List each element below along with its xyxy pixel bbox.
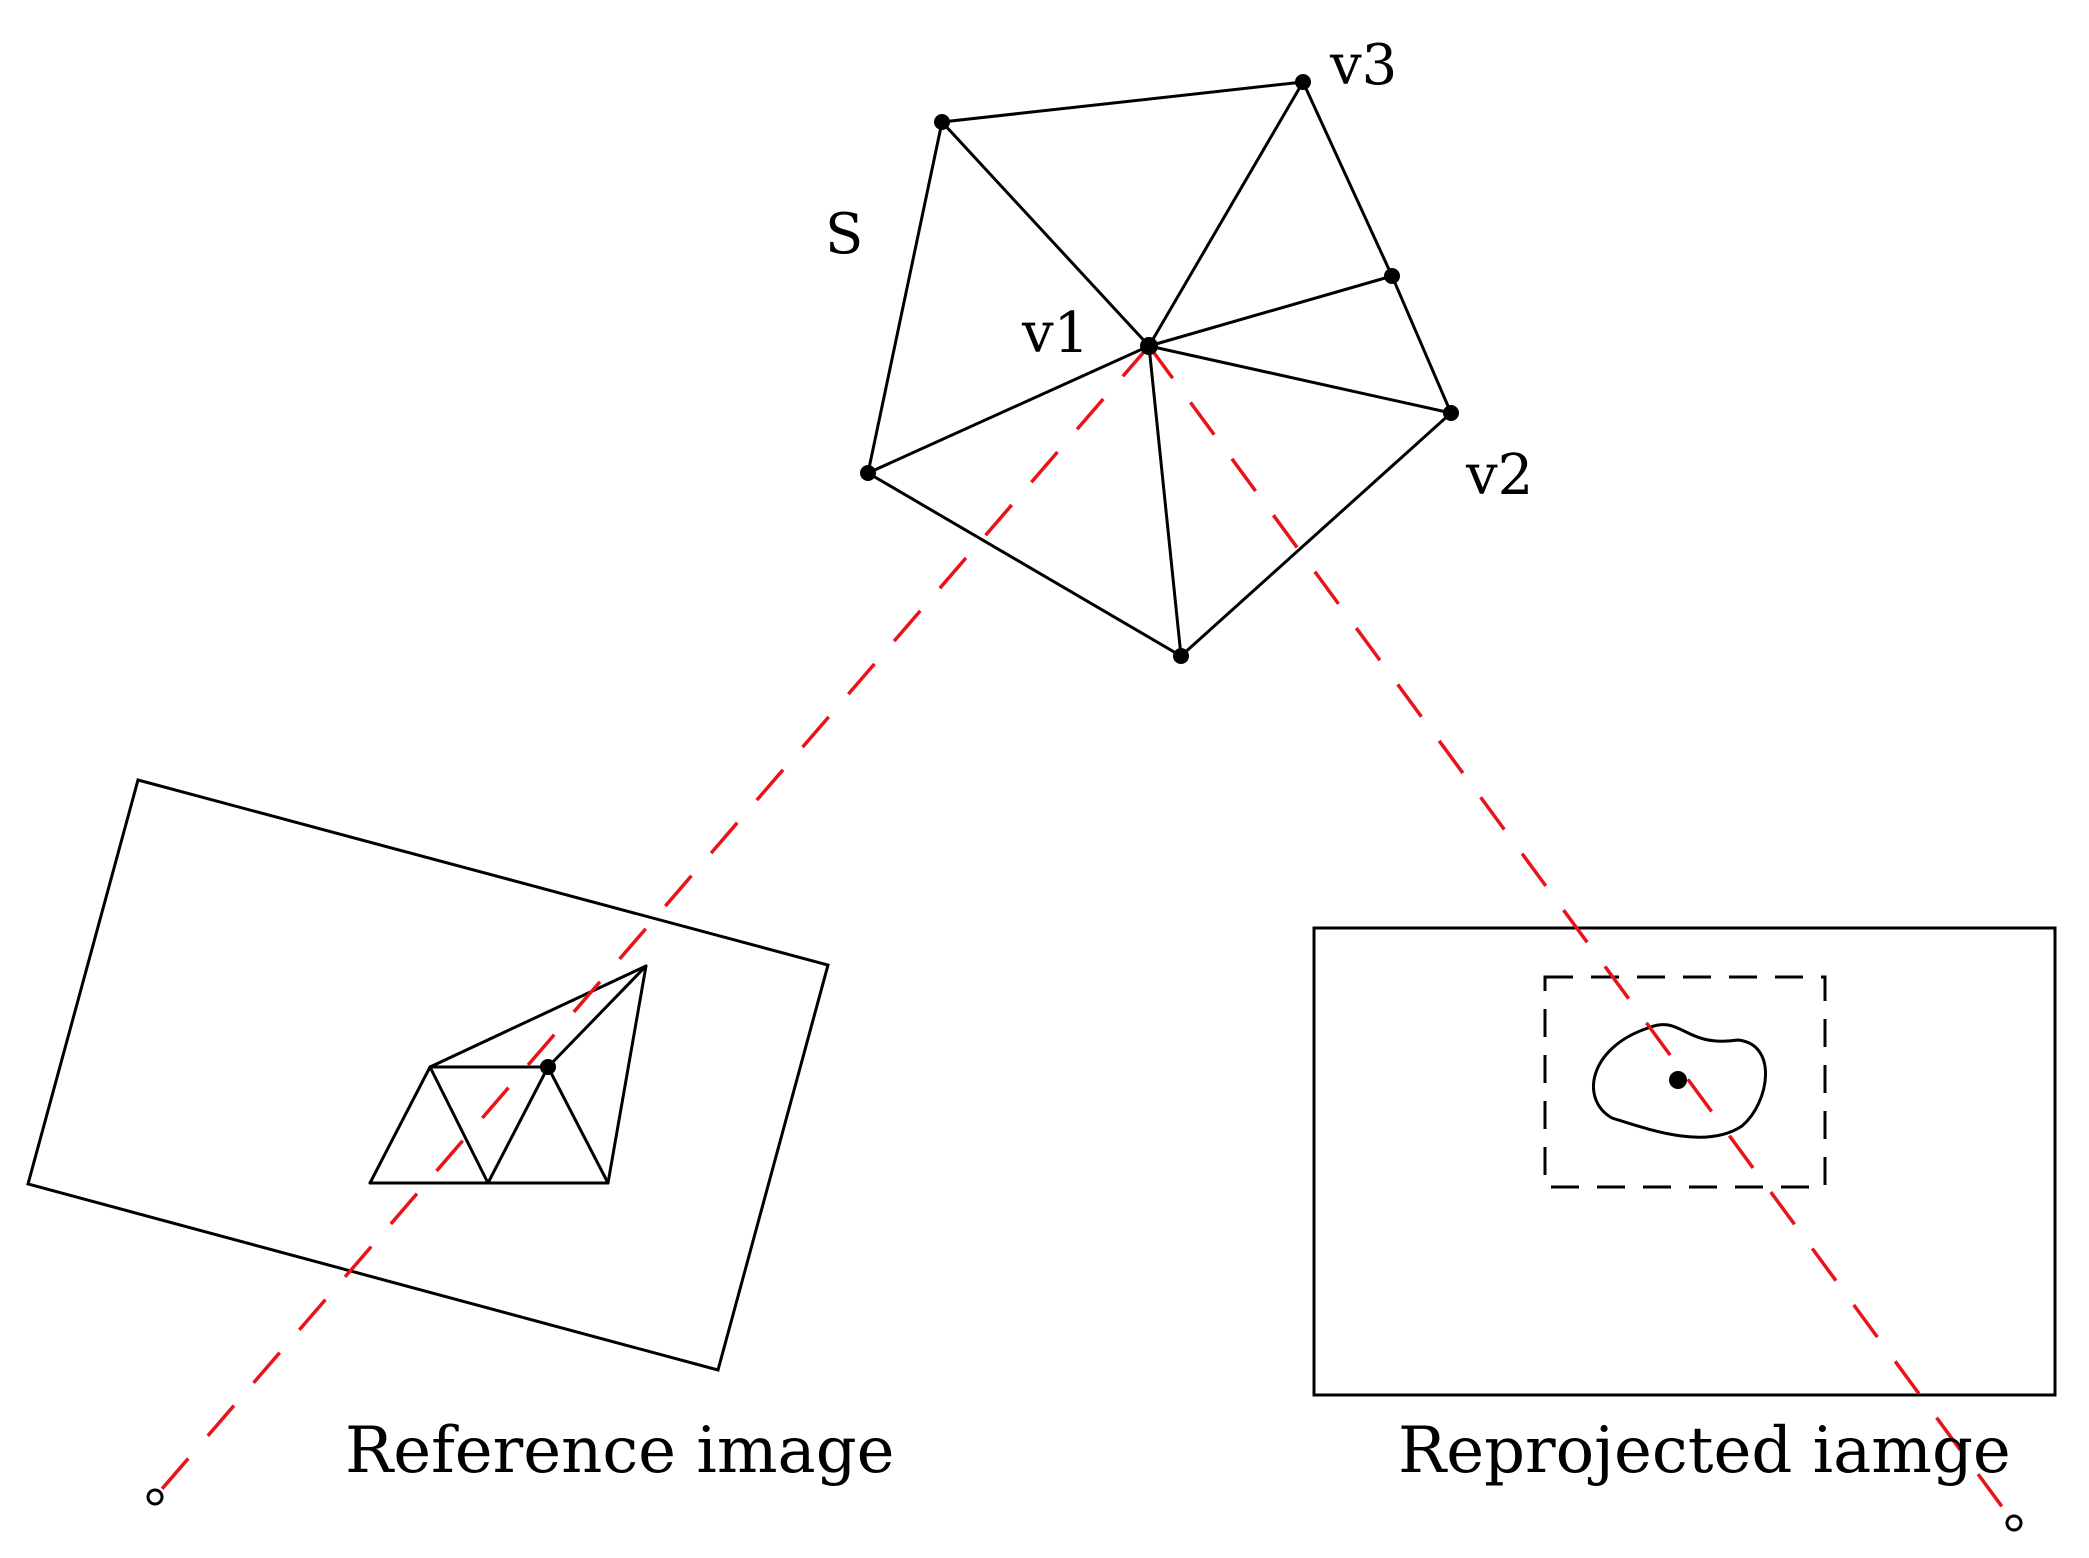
reprojected-image-border — [1312, 926, 2057, 1397]
projected-edge — [368, 1065, 432, 1185]
projected-point — [1669, 1071, 1687, 1089]
mesh-edge — [940, 120, 1151, 348]
mesh-edge — [1147, 344, 1453, 415]
reference-projected-point — [540, 1059, 556, 1075]
vertex-v2-label: v2 — [1465, 443, 1533, 508]
search-window — [1543, 975, 1827, 1189]
projected-edge — [428, 964, 648, 1069]
mesh-vertex — [1173, 648, 1189, 664]
reference-ray — [153, 344, 1151, 1499]
projected-edge — [486, 1065, 550, 1185]
reference-projected-mesh — [368, 964, 648, 1185]
mesh-edge — [1147, 274, 1394, 348]
vertex-v3-label: v3 — [1329, 33, 1397, 98]
projected-edge — [546, 964, 648, 1069]
vertex-v1-label: v1 — [1021, 301, 1089, 366]
mesh-surface — [860, 74, 1459, 664]
mesh-edge — [1147, 344, 1183, 658]
surface-label: S — [825, 202, 863, 267]
projected-edge — [428, 1065, 490, 1185]
mesh-edge — [1147, 80, 1305, 348]
projected-edge — [606, 964, 648, 1185]
mesh-edge — [866, 344, 1151, 475]
projection-rays — [153, 344, 2016, 1525]
vertex-v1 — [1140, 337, 1158, 355]
projected-edge — [546, 1065, 610, 1185]
reference-camera-center — [146, 1488, 164, 1506]
mesh-vertex — [934, 114, 950, 130]
mesh-vertex-v3 — [1295, 74, 1311, 90]
reprojected-camera-center — [2005, 1514, 2023, 1532]
mesh-vertex-v2 — [1443, 405, 1459, 421]
reference-image-caption: Reference image — [345, 1414, 895, 1488]
reference-image-border — [26, 778, 830, 1372]
reference-image-frame — [26, 778, 830, 1372]
correlation-region — [1592, 1023, 1767, 1139]
reprojected-image-caption: Reprojected iamge — [1398, 1414, 2011, 1488]
reprojection-ray — [1147, 344, 2016, 1525]
reprojected-image-frame — [1312, 926, 2057, 1397]
mesh-vertex — [1384, 268, 1400, 284]
mesh-vertex — [860, 465, 876, 481]
